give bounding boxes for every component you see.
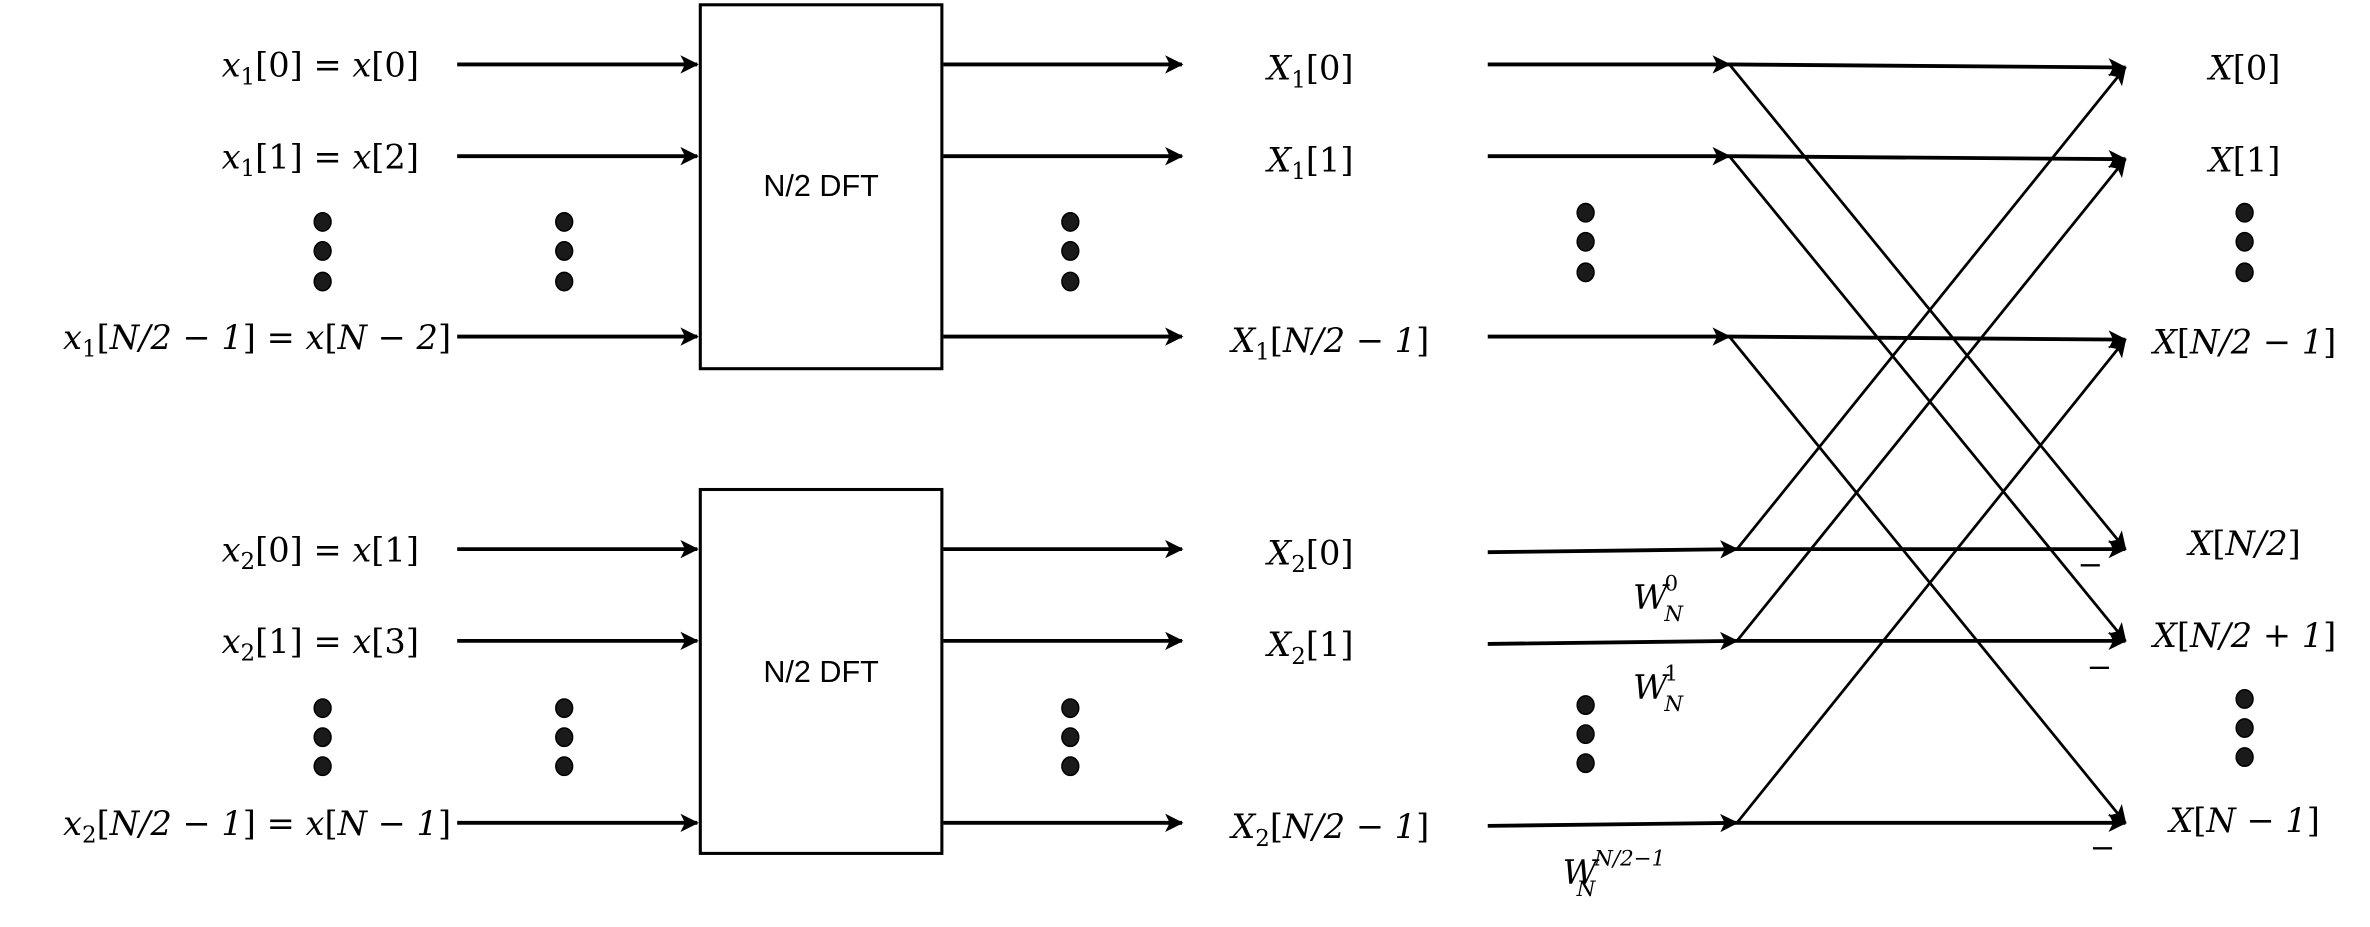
dft-block-bottom-label: N/2 DFT bbox=[763, 655, 879, 689]
output-label-4: X[N/2 + 1] bbox=[2150, 616, 2336, 655]
bf-straight-2 bbox=[1729, 330, 2127, 349]
bf-cross-bottom1-to-top1 bbox=[1735, 158, 2127, 642]
final-output-labels: X[0] X[1] X[N/2 − 1] X[N/2] X[N/2 + 1] X… bbox=[2150, 49, 2336, 840]
input-label-bottom-1: x2[1] = x[3] bbox=[222, 622, 419, 667]
dft-out-label-top-1: X1[1] bbox=[1264, 140, 1353, 185]
ellipsis-icon bbox=[2235, 689, 2254, 768]
bf-cross-bottom0-to-top0 bbox=[1735, 66, 2127, 550]
output-label-3: X[N/2] bbox=[2185, 524, 2300, 563]
minus-sign-2: − bbox=[2090, 831, 2116, 866]
input-label-top-0: x1[0] = x[0] bbox=[222, 46, 419, 91]
dft-block-bottom: N/2 DFT bbox=[698, 487, 944, 855]
bf-cross-top2-to-bottom2 bbox=[1728, 335, 2127, 825]
ellipsis-icon bbox=[1576, 695, 1595, 774]
minus-signs: − − − bbox=[2077, 548, 2115, 866]
output-label-5: X[N − 1] bbox=[2166, 801, 2320, 840]
dft-block-top: N/2 DFT bbox=[698, 3, 944, 371]
dft-block-top-label: N/2 DFT bbox=[763, 169, 879, 203]
dft-output-arrows bbox=[943, 55, 1184, 832]
bf-in-3 bbox=[1487, 540, 1739, 559]
ellipsis-icon bbox=[1061, 698, 1080, 777]
input-label-top-2: x1[N/2 − 1] = x[N − 2] bbox=[63, 318, 451, 363]
bf-cross-top0-to-bottom0 bbox=[1728, 63, 2127, 551]
bf-cross-bottom2-to-top2 bbox=[1735, 338, 2127, 824]
ellipsis-icon bbox=[2235, 202, 2254, 283]
input-labels-top: x1[0] = x[0] x1[1] = x[2] x1[N/2 − 1] = … bbox=[63, 46, 451, 363]
ellipsis-icon bbox=[313, 698, 332, 777]
input-arrows bbox=[457, 55, 699, 832]
dft-out-label-bottom-1: X2[1] bbox=[1264, 625, 1353, 670]
ellipsis-icon bbox=[1061, 211, 1080, 292]
ellipsis-icon bbox=[313, 211, 332, 292]
dft-output-labels: X1[0] X1[1] X1[N/2 − 1] X2[0] X2[1] X2[N… bbox=[1228, 49, 1429, 852]
dft-out-label-top-2: X1[N/2 − 1] bbox=[1228, 321, 1429, 366]
bf-in-4 bbox=[1487, 631, 1739, 651]
input-label-bottom-0: x2[0] = x[1] bbox=[222, 530, 419, 575]
minus-sign-1: − bbox=[2087, 651, 2113, 686]
ellipsis-icon bbox=[1576, 202, 1595, 283]
butterfly-cross-paths bbox=[1728, 63, 2127, 825]
ellipsis-icon bbox=[555, 211, 574, 292]
ellipsis-icon bbox=[555, 698, 574, 777]
input-label-bottom-2: x2[N/2 − 1] = x[N − 1] bbox=[63, 804, 451, 849]
output-label-0: X[0] bbox=[2206, 49, 2281, 88]
butterfly-entry-arrows bbox=[1487, 55, 1739, 833]
output-label-2: X[N/2 − 1] bbox=[2150, 322, 2336, 361]
input-label-top-1: x1[1] = x[2] bbox=[222, 137, 419, 182]
input-labels-bottom: x2[0] = x[1] x2[1] = x[3] x2[N/2 − 1] = … bbox=[63, 530, 451, 848]
dft-out-label-bottom-0: X2[0] bbox=[1264, 533, 1353, 578]
dft-out-label-top-0: X1[0] bbox=[1264, 49, 1353, 94]
bf-straight-0 bbox=[1729, 58, 2127, 77]
output-label-1: X[1] bbox=[2206, 140, 2281, 179]
ellipsis-dots bbox=[313, 202, 2254, 777]
bf-straight-1 bbox=[1729, 149, 2127, 169]
dft-out-label-bottom-2: X2[N/2 − 1] bbox=[1228, 807, 1429, 852]
bf-cross-top1-to-bottom1 bbox=[1728, 155, 2127, 643]
butterfly-straight-paths bbox=[1729, 58, 2127, 832]
bf-in-5 bbox=[1487, 813, 1739, 833]
minus-sign-0: − bbox=[2077, 548, 2103, 583]
